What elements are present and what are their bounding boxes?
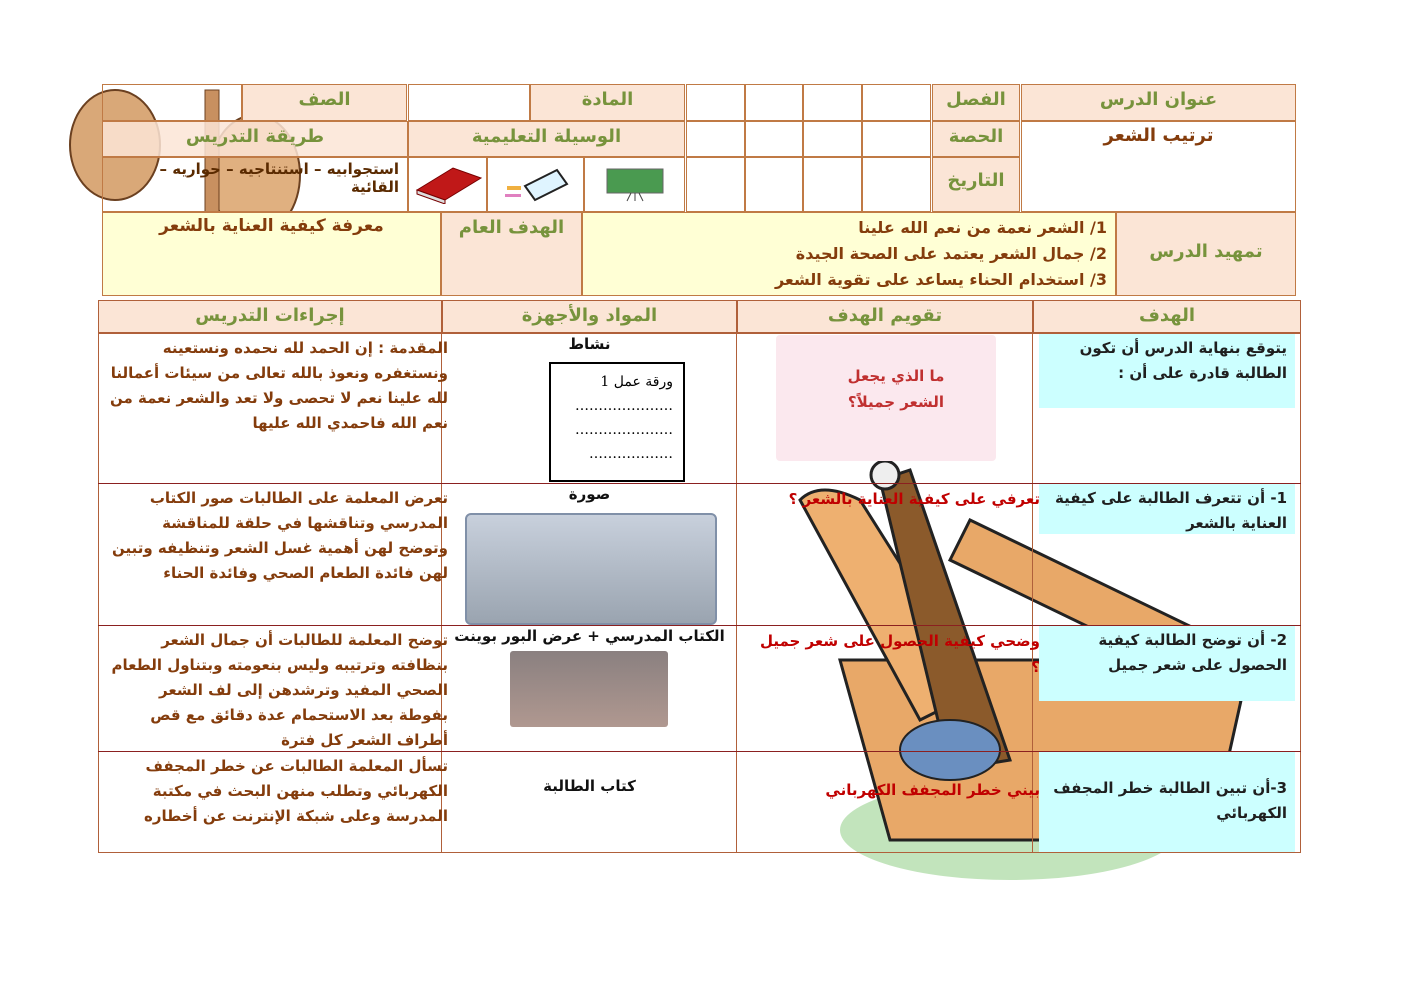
materials-cell: صورة: [568, 485, 611, 503]
empty-cell: [862, 157, 931, 212]
hair-question-image: ما الذي يجعل الشعر جميلاً؟: [776, 335, 996, 461]
lesson-title-label: عنوان الدرس: [1021, 84, 1296, 121]
procedure-cell: توضح المعلمة للطالبات أن جمال الشعر بنظا…: [111, 631, 448, 749]
empty-cell: [745, 121, 803, 157]
lesson-title-value: ترتيب الشعر: [1021, 121, 1296, 212]
aid-blackboard: [584, 157, 685, 212]
empty-cell: [862, 84, 931, 121]
empty-cell: [686, 84, 745, 121]
col-header-goal: الهدف: [1033, 300, 1301, 333]
image-caption: ما الذي يجعل الشعر جميلاً؟: [847, 367, 945, 411]
materials-cell: نشاط: [568, 335, 611, 353]
aid-eraser: [487, 157, 584, 212]
class-value: [102, 84, 242, 121]
worksheet-title: ورقة عمل 1: [600, 374, 673, 390]
intro-list: 1/ الشعر نعمة من نعم الله علينا 2/ جمال …: [582, 212, 1116, 296]
aids-label: الوسيلة التعليمية: [408, 121, 685, 157]
col-header-materials: المواد والأجهزة: [442, 300, 737, 333]
period-label: الحصة: [932, 121, 1020, 157]
procedure-cell: تعرض المعلمة على الطالبات صور الكتاب الم…: [112, 489, 448, 582]
class-label: الصف: [242, 84, 407, 121]
intro-item: 2/ جمال الشعر يعتمد على الصحة الجيدة: [795, 244, 1107, 263]
method-value: استجوابيه – استنتاجيه – حواريه – القائية: [102, 157, 408, 212]
col-header-evaluation: تقويم الهدف: [737, 300, 1033, 333]
general-goal-label: الهدف العام: [441, 212, 582, 296]
table-body: [98, 333, 1301, 853]
goal-cell: 3-أن تبين الطالبة خطر المجفف الكهربائي: [1039, 752, 1295, 852]
procedure-cell: المقدمة : إن الحمد لله نحمده ونستعينه ون…: [110, 339, 448, 432]
col-header-procedures: إجراءات التدريس: [98, 300, 442, 333]
hair-products-photo: [465, 513, 717, 625]
goal-cell: يتوقع بنهاية الدرس أن تكون الطالبة قادرة…: [1039, 334, 1295, 408]
worksheet-line: …………………: [575, 422, 673, 438]
eraser-chalk-icon: [504, 168, 568, 202]
child-washing-hair-photo: [510, 651, 668, 727]
worksheet-line: ………………: [589, 446, 673, 462]
empty-cell: [803, 157, 862, 212]
intro-item: 1/ الشعر نعمة من نعم الله علينا: [858, 218, 1107, 237]
goal-cell: 1- أن تتعرف الطالبة على كيفية العناية با…: [1039, 484, 1295, 534]
aid-book: [408, 157, 487, 212]
intro-label: تمهيد الدرس: [1116, 212, 1296, 296]
intro-item: 3/ استخدام الحناء يساعد على تقوية الشعر: [774, 270, 1107, 289]
method-label: طريقة التدريس: [102, 121, 408, 157]
blackboard-icon: [606, 168, 663, 202]
subject-value: [408, 84, 530, 121]
materials-cell: كتاب الطالبة: [543, 777, 636, 795]
empty-cell: [862, 121, 931, 157]
term-label: الفصل: [932, 84, 1020, 121]
empty-cell: [803, 84, 862, 121]
worksheet-box: ورقة عمل 1 ………………… ………………… ………………: [549, 362, 685, 482]
date-label: التاريخ: [932, 157, 1020, 212]
evaluation-cell: بيني خطر المجفف الكهرباني: [825, 781, 1040, 799]
general-goal-value: معرفة كيفية العناية بالشعر: [102, 212, 441, 296]
subject-label: المادة: [530, 84, 685, 121]
materials-cell: الكتاب المدرسي + عرض البور بوينت: [454, 627, 725, 645]
goal-cell: 2- أن توضح الطالبة كيفية الحصول على شعر …: [1039, 626, 1295, 701]
book-icon: [415, 167, 482, 205]
empty-cell: [686, 157, 745, 212]
evaluation-cell: وضحي كيفية الحصول على شعر جميل ؟: [759, 632, 1040, 676]
empty-cell: [745, 84, 803, 121]
empty-cell: [686, 121, 745, 157]
empty-cell: [803, 121, 862, 157]
empty-cell: [745, 157, 803, 212]
procedure-cell: تسأل المعلمة الطالبات عن خطر المجفف الكه…: [144, 757, 448, 825]
worksheet-line: …………………: [575, 398, 673, 414]
evaluation-cell: تعرفي على كيفية العناية بالشعر ؟: [788, 490, 1040, 508]
